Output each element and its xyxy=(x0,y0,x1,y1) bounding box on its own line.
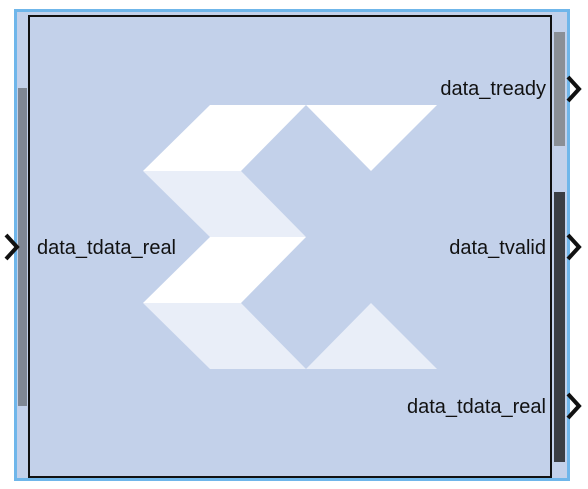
output-port-bar-data xyxy=(554,192,565,462)
chevron-right-icon[interactable] xyxy=(564,232,584,262)
output-port-bar-tready xyxy=(554,32,565,146)
logo-middle-lower-band xyxy=(143,237,306,303)
output-port-label-data-tdata-real: data_tdata_real xyxy=(406,396,546,418)
logo-upper-right-triangle xyxy=(306,105,437,171)
output-port-label-data-tready: data_tready xyxy=(440,78,546,100)
chevron-right-icon[interactable] xyxy=(564,74,584,104)
logo-lower-left-band xyxy=(143,303,306,369)
chevron-right-icon[interactable] xyxy=(2,232,22,262)
logo-lower-right-triangle xyxy=(306,303,437,369)
logo-upper-left-band xyxy=(143,105,306,171)
input-port-bar xyxy=(18,88,27,406)
input-port-label-data-tdata-real: data_tdata_real xyxy=(37,237,177,259)
chevron-right-icon[interactable] xyxy=(564,391,584,421)
logo-middle-upper-band xyxy=(143,171,306,237)
output-port-label-data-tvalid: data_tvalid xyxy=(449,237,546,259)
